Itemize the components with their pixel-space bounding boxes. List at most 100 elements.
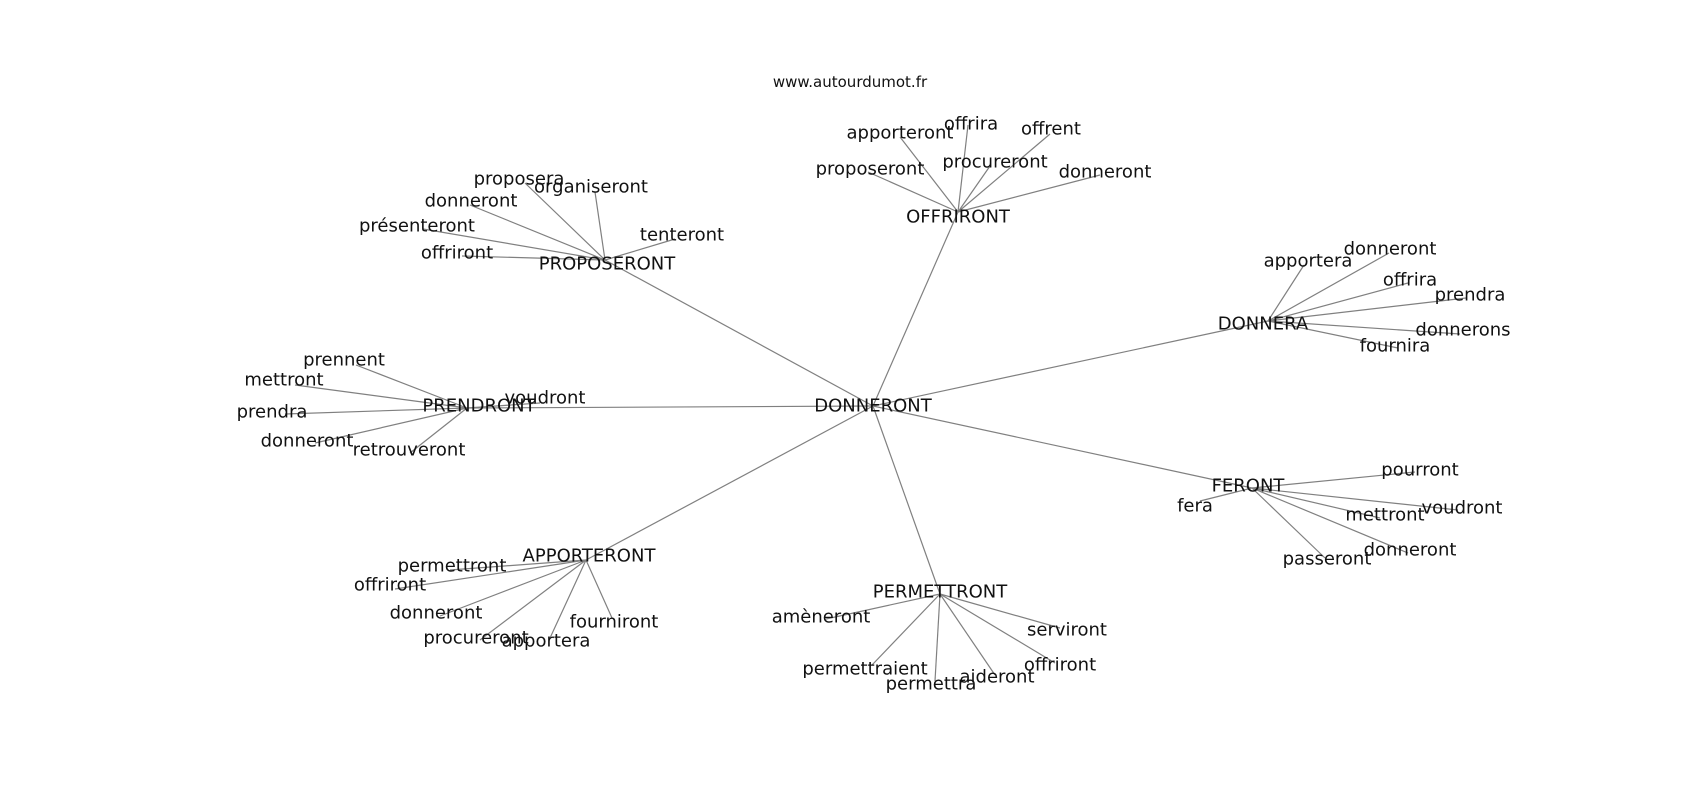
leaf-node: mettront — [244, 370, 323, 391]
hub-to-leaf-edge — [449, 559, 587, 571]
leaf-node: amèneront — [772, 607, 871, 628]
leaf-node: serviront — [1027, 620, 1107, 641]
leaf-node: offrira — [1383, 270, 1437, 291]
leaf-node: procureront — [942, 152, 1047, 173]
hub-to-leaf-edge — [314, 407, 468, 444]
hub-to-leaf-edge — [469, 204, 606, 261]
hub-to-leaf-edge — [1267, 252, 1390, 322]
leaf-node: offriront — [1024, 655, 1096, 676]
hub-to-leaf-edge — [409, 407, 468, 454]
leaf-node: donneront — [425, 191, 518, 212]
hub-to-leaf-edge — [867, 171, 959, 213]
source-watermark: www.autourdumot.fr — [773, 73, 928, 91]
hub-to-leaf-edge — [1267, 320, 1461, 335]
hub-to-leaf-edge — [594, 191, 606, 261]
hub-node: PRENDRONT — [422, 396, 536, 417]
leaf-node: tenteront — [640, 225, 724, 246]
hub-to-leaf-edge — [585, 559, 613, 619]
leaf-node: prennent — [303, 350, 385, 371]
leaf-node: proposeront — [816, 159, 925, 180]
leaf-node: organiseront — [534, 177, 648, 198]
hub-to-leaf-edge — [394, 559, 587, 590]
hub-to-leaf-edge — [549, 559, 587, 639]
hub-to-leaf-edge — [355, 364, 468, 409]
hub-node: APPORTERONT — [523, 546, 657, 567]
hub-to-leaf-edge — [939, 593, 1061, 629]
center-to-hub-edge — [466, 405, 874, 409]
center-to-hub-edge — [585, 405, 874, 561]
leaf-node: permettraient — [802, 659, 927, 680]
leaf-node: permettront — [398, 556, 507, 577]
hub-to-leaf-edge — [899, 136, 959, 213]
leaf-node: retrouveront — [353, 440, 466, 461]
center-to-hub-edge — [604, 259, 874, 407]
center-to-hub-edge — [872, 320, 1269, 407]
leaf-node: donneront — [1364, 540, 1457, 561]
leaf-node: passeront — [1283, 549, 1372, 570]
center-to-hub-edge — [872, 405, 941, 595]
hub-to-leaf-edge — [957, 133, 1051, 213]
hub-to-leaf-edge — [1251, 487, 1409, 554]
leaf-node: pourront — [1381, 460, 1458, 481]
hub-to-leaf-edge — [1251, 471, 1416, 489]
hub-to-leaf-edge — [1251, 487, 1326, 559]
hub-to-leaf-edge — [479, 559, 587, 641]
center-node: DONNERONT — [814, 396, 932, 417]
hub-to-leaf-edge — [422, 228, 606, 261]
leaf-node: voudront — [1422, 498, 1503, 519]
hub-to-leaf-edge — [1267, 264, 1305, 322]
hub-to-leaf-edge — [957, 124, 969, 213]
hub-to-leaf-edge — [1199, 487, 1253, 502]
hub-node: PERMETTRONT — [873, 582, 1008, 603]
center-to-hub-edge — [872, 211, 959, 407]
hub-to-leaf-edge — [1251, 487, 1459, 511]
leaf-node: donneront — [390, 603, 483, 624]
leaf-node: voudront — [505, 388, 586, 409]
leaf-node: prendra — [1435, 285, 1506, 306]
hub-to-leaf-edge — [1267, 297, 1467, 322]
hub-to-leaf-edge — [1267, 282, 1409, 322]
hub-to-leaf-edge — [939, 593, 996, 676]
leaf-node: donneront — [1344, 239, 1437, 260]
leaf-node: offriront — [421, 243, 493, 264]
hub-node: OFFRIRONT — [906, 207, 1011, 228]
leaf-node: procureront — [423, 628, 528, 649]
leaf-node: fera — [1177, 496, 1213, 517]
leaf-node: fourniront — [570, 612, 659, 633]
leaf-node: aideront — [959, 667, 1034, 688]
leaf-node: offriront — [354, 575, 426, 596]
leaf-node: donneront — [1059, 162, 1152, 183]
leaf-node: apportera — [1264, 251, 1353, 272]
hub-to-leaf-edge — [466, 402, 541, 409]
hub-to-leaf-edge — [461, 255, 606, 261]
hub-to-leaf-edge — [294, 384, 468, 409]
leaf-node: mettront — [1345, 505, 1424, 526]
leaf-node: apportera — [502, 631, 591, 652]
hub-to-leaf-edge — [439, 559, 587, 617]
center-to-hub-edge — [872, 405, 1253, 489]
hub-to-leaf-edge — [825, 593, 941, 620]
leaf-node: apporteront — [847, 123, 954, 144]
hub-node: DONNERA — [1218, 314, 1309, 335]
leaf-node: permettra — [886, 674, 977, 695]
hub-to-leaf-edge — [934, 593, 941, 682]
leaf-node: prendra — [237, 402, 308, 423]
leaf-node: donneront — [261, 431, 354, 452]
hub-to-leaf-edge — [871, 593, 941, 666]
graph-labels: www.autourdumot.fr DONNERONT apporteront… — [237, 73, 1511, 695]
leaf-node: présenteront — [359, 216, 475, 237]
leaf-node: offrira — [944, 114, 998, 135]
hub-to-leaf-edge — [1267, 320, 1399, 349]
leaf-node: offrent — [1021, 119, 1081, 140]
hub-to-leaf-edge — [284, 407, 468, 415]
hub-to-leaf-edge — [1251, 487, 1381, 519]
hub-to-leaf-edge — [604, 238, 676, 261]
leaf-node: fournira — [1360, 336, 1431, 357]
leaf-node: proposera — [474, 169, 565, 190]
hub-node: FERONT — [1212, 476, 1286, 497]
hub-to-leaf-edge — [957, 174, 1101, 213]
graph-edges — [284, 124, 1467, 682]
hub-to-leaf-edge — [957, 165, 991, 213]
hub-to-leaf-edge — [524, 182, 606, 261]
